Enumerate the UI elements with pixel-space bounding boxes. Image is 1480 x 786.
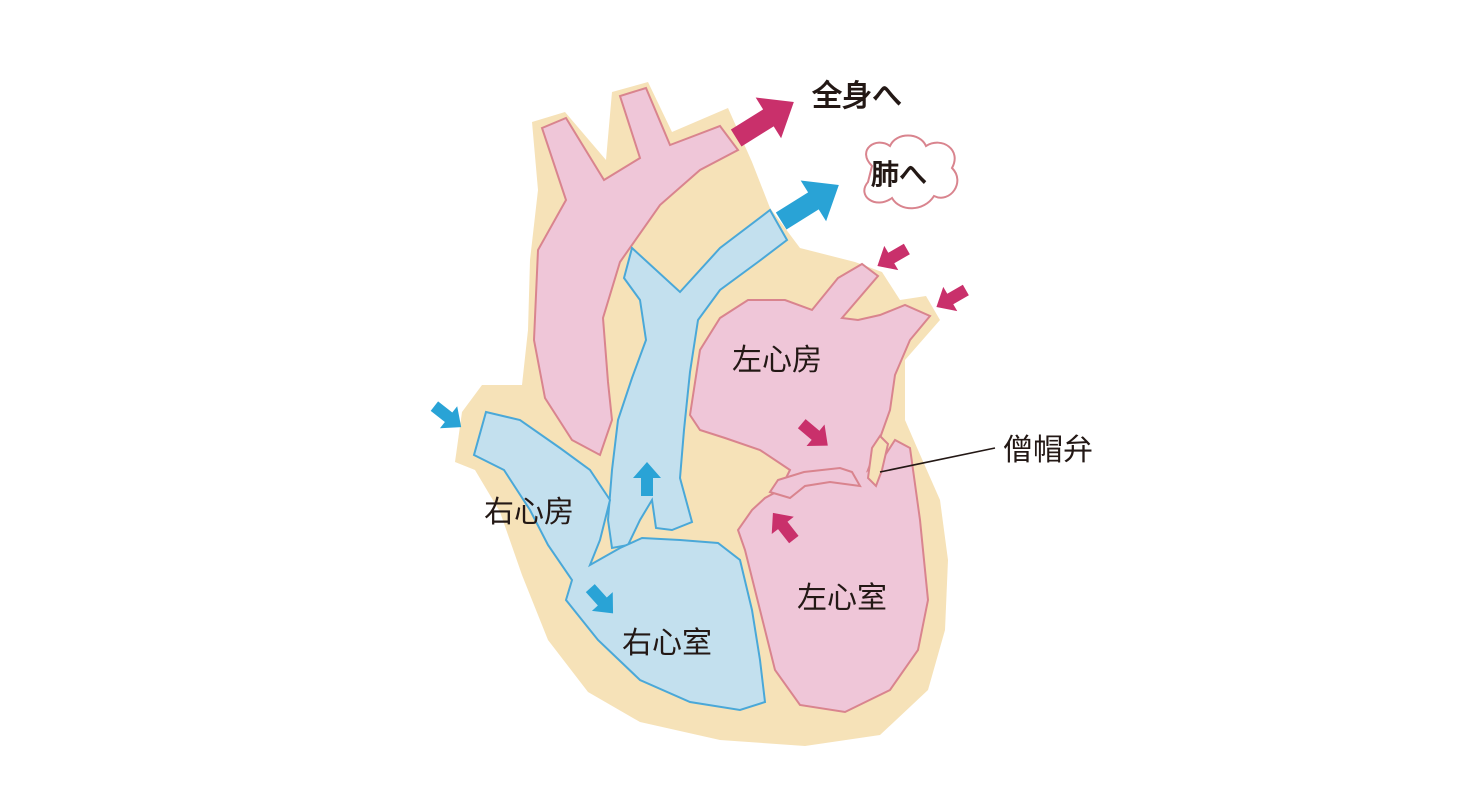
mitral-valve-leaflet <box>768 466 862 500</box>
left-atrium-label: 左心房 <box>732 343 822 378</box>
to-lungs-label: 肺へ <box>871 158 927 191</box>
right-heart <box>472 410 767 712</box>
pulmonary-artery <box>606 208 789 550</box>
mitral-valve-leader-line <box>879 447 996 473</box>
to-body-label: 全身へ <box>811 79 902 114</box>
lung-cloud <box>863 134 959 210</box>
right-ventricle-label: 右心室 <box>622 626 712 661</box>
aorta <box>532 86 740 457</box>
right-atrium-label: 右心房 <box>484 495 574 530</box>
pulmonary-vein-arrow-2 <box>929 277 973 320</box>
left-heart <box>688 262 932 714</box>
mitral-valve-label: 僧帽弁 <box>1003 433 1093 468</box>
mitral-valve-cusp <box>866 434 890 488</box>
left-ventricle-label: 左心室 <box>797 581 887 616</box>
